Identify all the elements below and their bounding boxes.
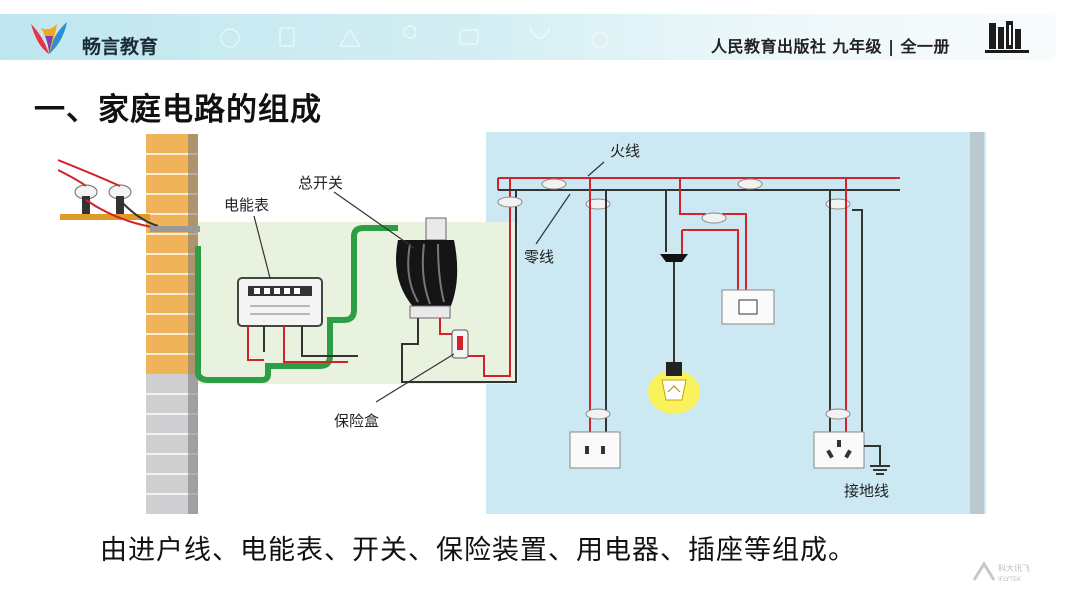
room-wall-right [970,132,984,514]
fuse-box [451,329,469,359]
main-switch [396,217,458,319]
service-cable [195,225,398,383]
wall-light-switch [721,289,775,325]
junction-marker [585,408,611,420]
fuse-box-label: 保险盒 [334,412,379,430]
light-bulb [648,362,700,414]
neutral-wire-label: 零线 [524,248,554,266]
brick-wall [146,134,198,514]
live-wire-label: 火线 [610,142,640,160]
caption-text: 由进户线、电能表、开关、保险装置、用电器、插座等组成。 [100,535,856,566]
lamp-holder [660,254,688,262]
ground-wire-label: 接地线 [844,482,889,500]
iflytek-logo-icon [972,561,996,581]
watermark-subtext: IFLYTEK [998,576,1022,583]
junction-marker [585,198,611,210]
iflytek-watermark: 科大讯飞 IFLYTEK [972,561,1030,583]
colorful-bird-logo-icon [31,22,67,54]
main-switch-label: 总开关 [298,174,343,192]
junction-marker [701,212,727,224]
meter-label: 电能表 [224,196,269,214]
section-title: 一、家庭电路的组成 [34,92,322,128]
junction-marker [497,196,523,208]
header-bar: 畅言教育 人民教育出版社 九年级 | 全一册 [0,14,1056,60]
electric-meter [237,277,323,327]
junction-marker [541,178,567,190]
bookshelf-icon [985,21,1029,53]
junction-marker [737,178,763,190]
household-circuit-diagram: 火线 零线 总开关 电能表 保险盒 接地线 [58,132,986,514]
publisher-info: 人民教育出版社 九年级 | 全一册 [710,37,950,56]
brand-name: 畅言教育 [82,36,159,58]
wall-socket-two-pin [569,431,621,469]
leader-lines [253,161,605,403]
wall-socket-three-pin [813,431,865,469]
service-insulators [58,159,200,232]
junction-marker [825,198,851,210]
junction-marker [825,408,851,420]
watermark-text: 科大讯飞 [998,563,1030,573]
ground-symbol-icon [864,445,890,475]
decorative-doodles [220,25,609,49]
